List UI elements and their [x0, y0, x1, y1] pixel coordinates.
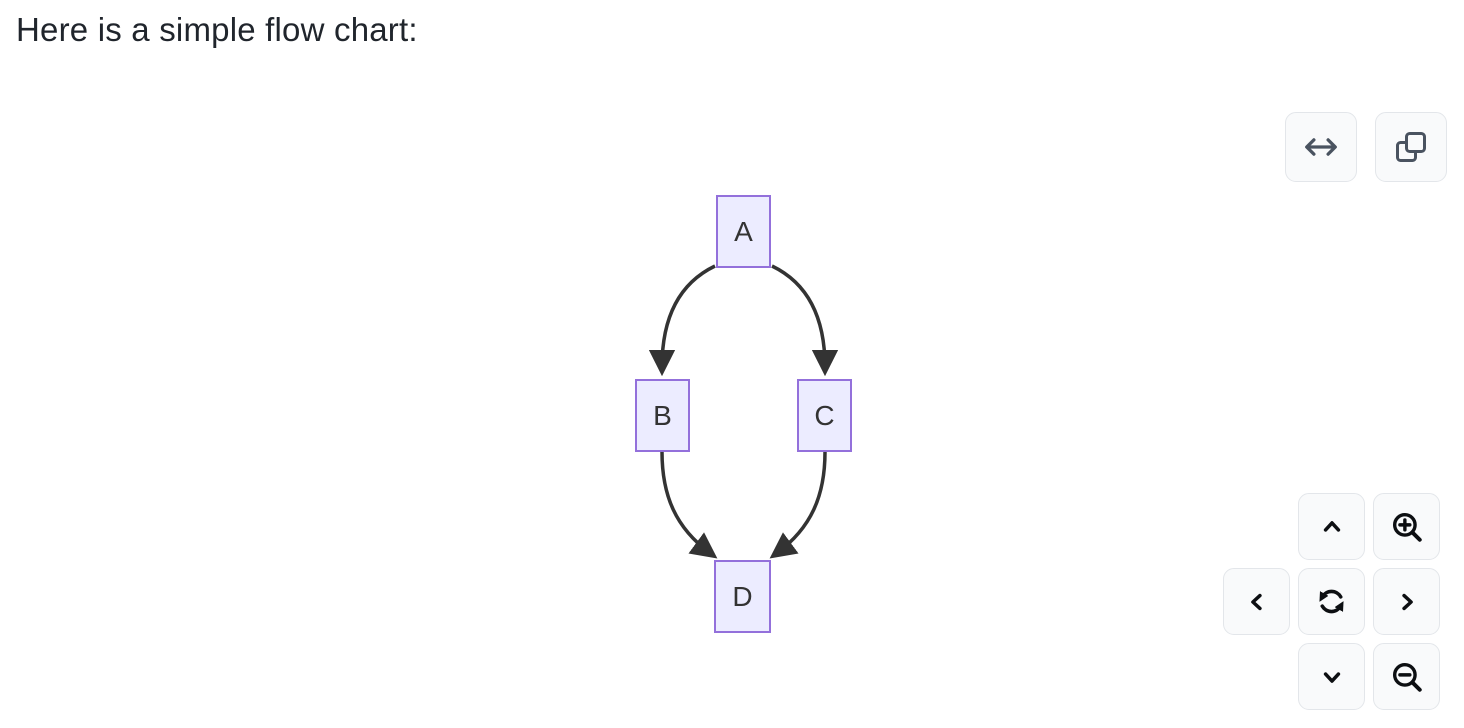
flowchart-edges — [648, 264, 839, 559]
expand-horizontal-button[interactable] — [1285, 112, 1357, 182]
flowchart-node-a: A — [716, 195, 771, 268]
chevron-left-icon — [1250, 593, 1262, 610]
edge-b-d — [660, 451, 718, 559]
pan-right-button[interactable] — [1373, 568, 1440, 635]
flowchart-node-b: B — [635, 379, 690, 452]
copy-icon — [1396, 132, 1426, 162]
pan-zoom-controls — [1223, 493, 1440, 710]
zoom-in-icon — [1392, 512, 1422, 542]
expand-horizontal-icon — [1305, 138, 1337, 156]
flowchart-diagram: A B C D — [600, 180, 900, 650]
chevron-right-icon — [1401, 593, 1413, 610]
reset-view-button[interactable] — [1298, 568, 1365, 635]
flowchart-node-d: D — [714, 560, 771, 633]
copy-button[interactable] — [1375, 112, 1447, 182]
pan-left-button[interactable] — [1223, 568, 1290, 635]
diagram-toolbar — [1285, 112, 1447, 182]
zoom-out-button[interactable] — [1373, 643, 1440, 710]
edge-c-d — [769, 451, 827, 559]
pan-up-button[interactable] — [1298, 493, 1365, 560]
chevron-up-icon — [1323, 520, 1340, 532]
zoom-in-button[interactable] — [1373, 493, 1440, 560]
chevron-down-icon — [1323, 671, 1340, 683]
pan-down-button[interactable] — [1298, 643, 1365, 710]
refresh-icon — [1319, 589, 1344, 614]
zoom-out-icon — [1392, 662, 1422, 692]
edge-a-c — [771, 264, 839, 377]
edge-a-b — [648, 264, 716, 377]
flowchart-node-c: C — [797, 379, 852, 452]
page-title: Here is a simple flow chart: — [16, 11, 418, 48]
